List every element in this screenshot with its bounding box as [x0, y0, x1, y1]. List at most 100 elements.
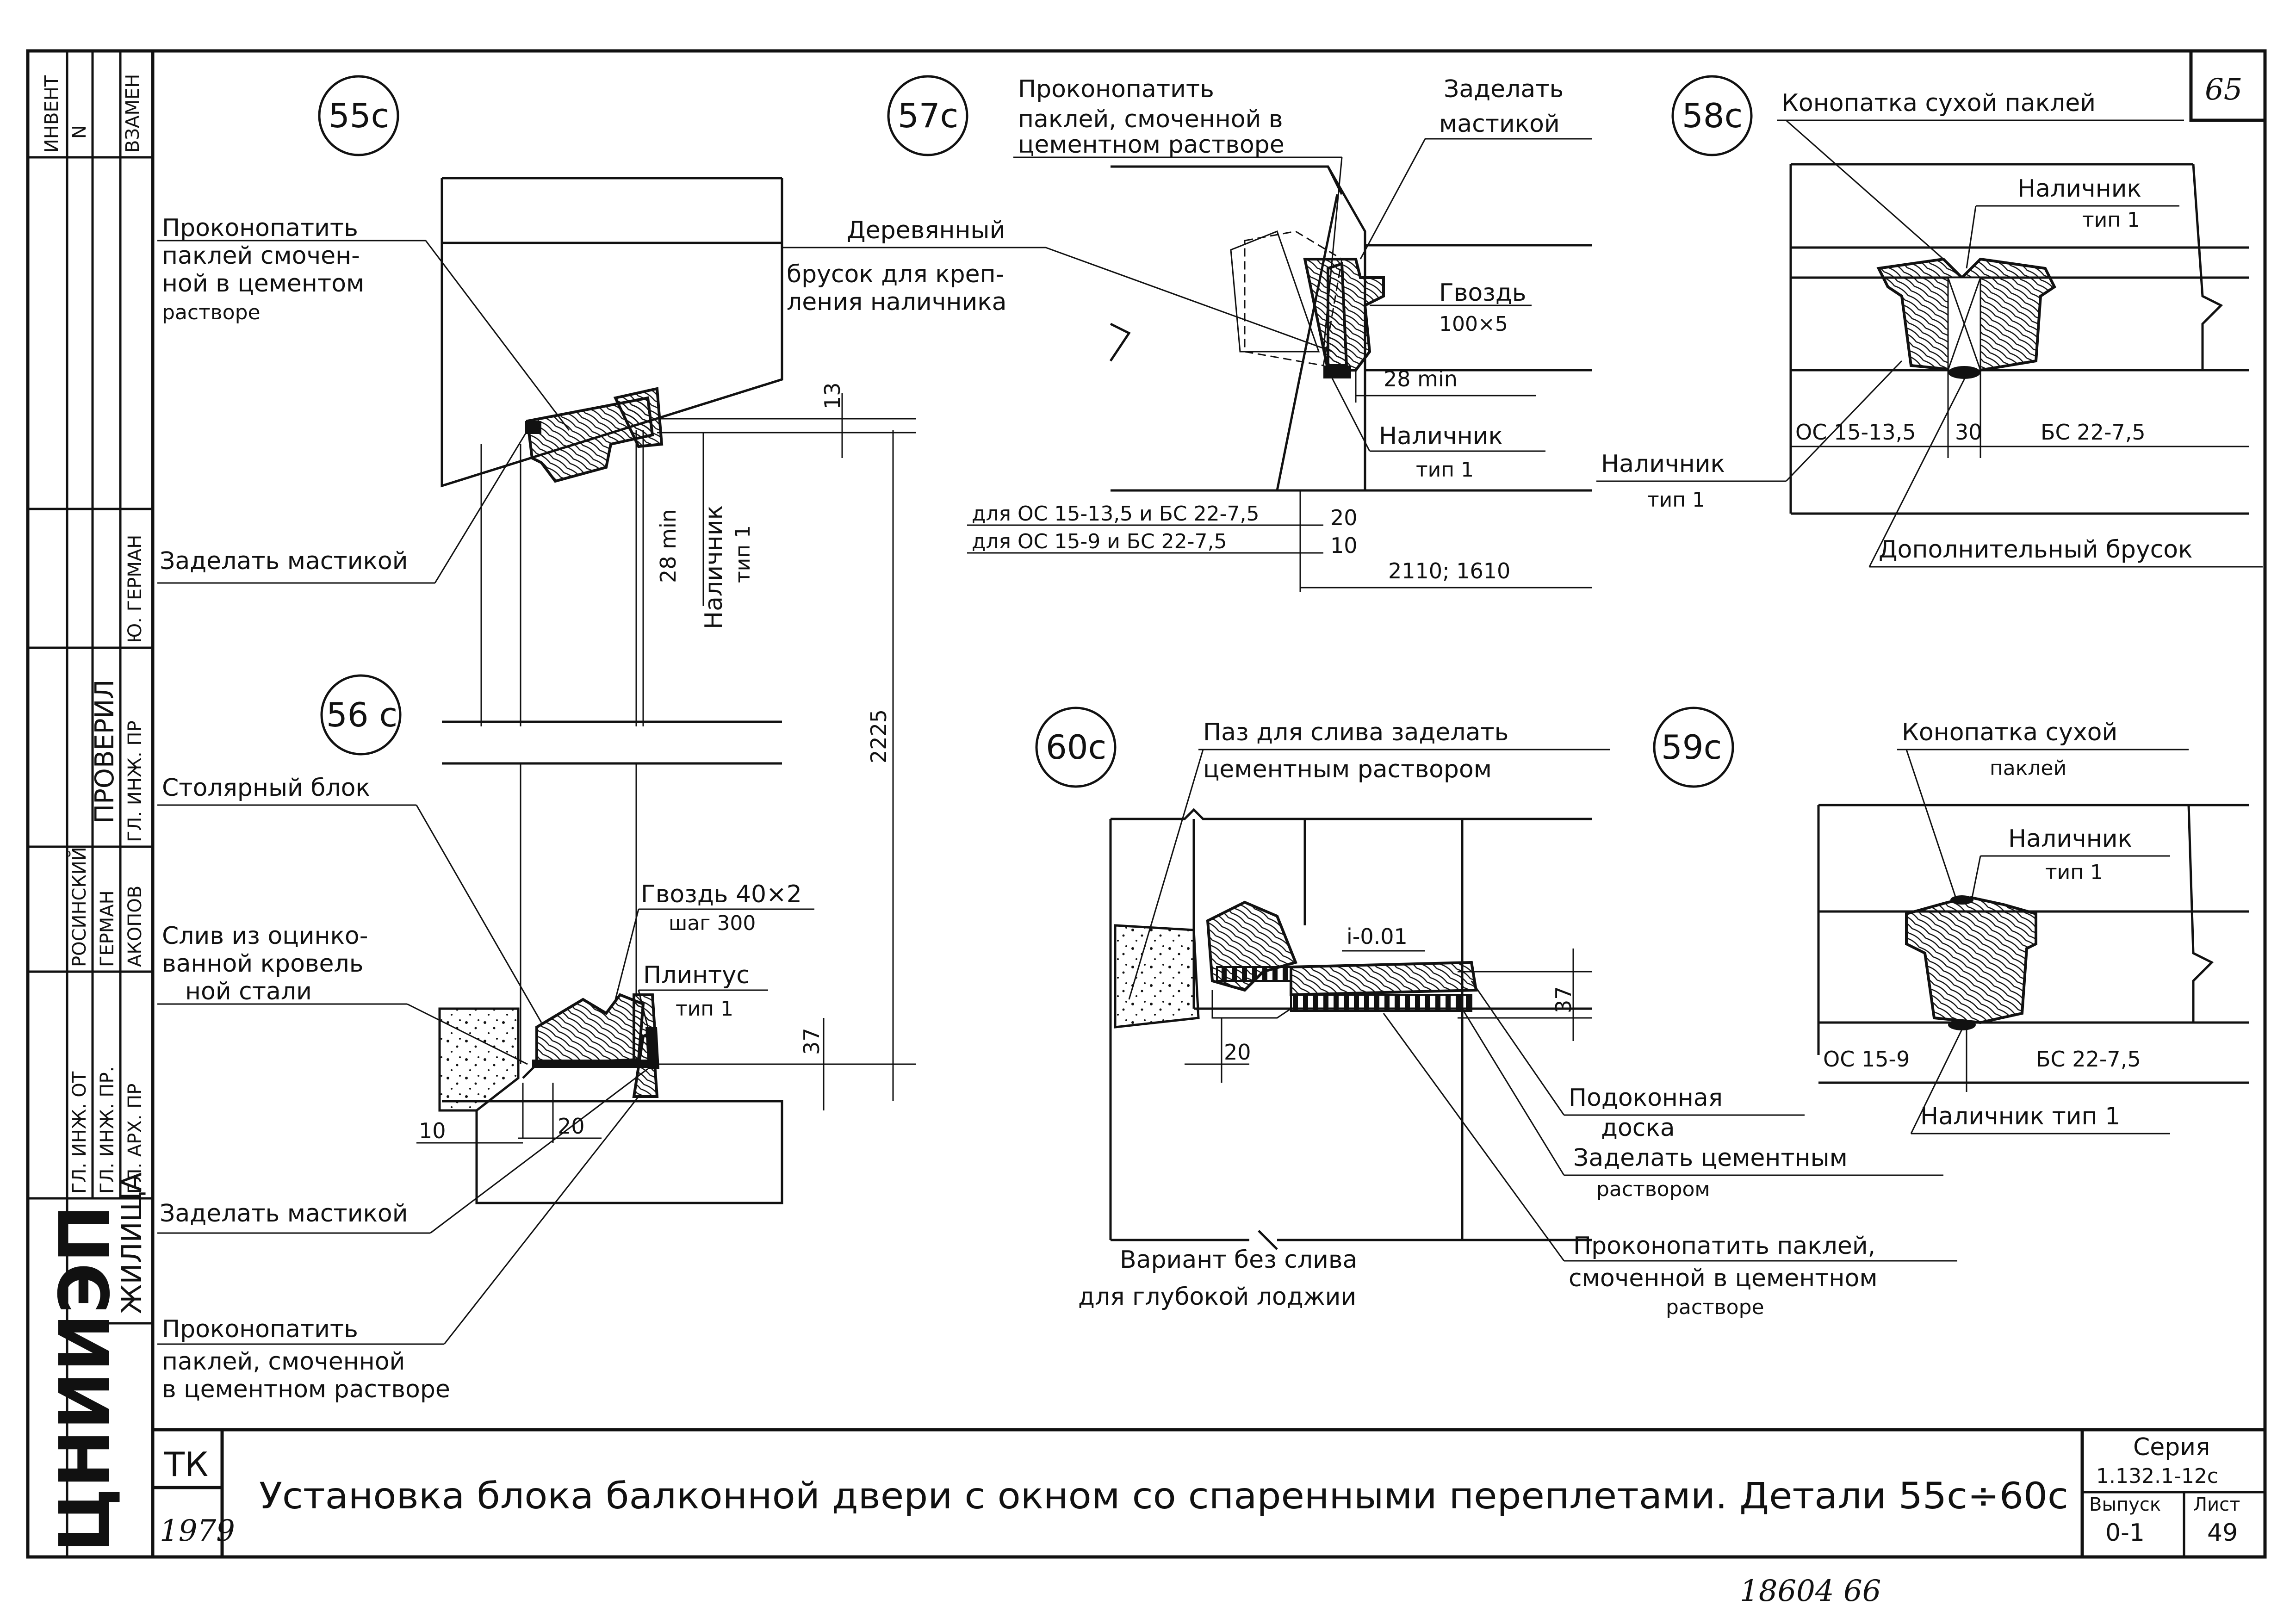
- d59-casing-type: тип 1: [2045, 861, 2103, 884]
- detail-tag-60c: 60с: [1046, 728, 1106, 767]
- d55-casing: Наличник: [700, 505, 728, 629]
- d57-nail-2: 100×5: [1439, 312, 1508, 336]
- d59-left-unit: ОС 15-9: [1823, 1047, 1910, 1072]
- d56-dim-37: 37: [799, 1028, 824, 1055]
- detail-tag-57c-circle: [887, 75, 968, 156]
- d59-casing-bottom: Наличник тип 1: [1920, 1103, 2120, 1130]
- d55-seal-note: Заделать мастикой: [160, 547, 408, 575]
- detail-60c: 60с Паз для слива заделать цементным рас…: [1035, 707, 1957, 1319]
- d60-groove-2: цементным раствором: [1203, 756, 1492, 783]
- d57-variant-1: для ОС 15-13,5 и БС 22-7,5: [972, 502, 1259, 526]
- d56-drip-2: ванной кровель: [162, 950, 363, 978]
- d56-plinth-type: тип 1: [676, 997, 733, 1021]
- d58-dim-30: 30: [1955, 420, 1982, 445]
- detail-tag-60c-circle: [1035, 707, 1117, 788]
- d55-note-3: ной в цементом: [162, 270, 364, 298]
- detail-56c: 56 с Столярный блок Слив из оцинко- ванн…: [157, 674, 916, 1403]
- person-2: ГЕРМАН: [97, 890, 118, 967]
- issue-value: 0-1: [2105, 1519, 2145, 1547]
- d56-caulk-2: паклей, смоченной: [162, 1348, 405, 1376]
- d60-caulk-2: смоченной в цементном: [1569, 1265, 1878, 1292]
- detail-58c: 58с Конопатка сухой паклей Наличник тип …: [1596, 75, 2263, 568]
- sheet-label: Лист: [2193, 1494, 2240, 1515]
- d59-caulk-2: паклей: [1990, 756, 2066, 780]
- d55-casing-type: тип 1: [731, 525, 755, 583]
- sill-board-60c: [1290, 961, 1478, 997]
- d59-right-unit: БС 22-7,5: [2036, 1047, 2141, 1072]
- sill-56c: [535, 993, 645, 1066]
- d56-dim-10: 10: [419, 1118, 446, 1143]
- d58-casing-bottom: Наличник: [1601, 450, 1725, 478]
- d56-caulk-3: в цементном растворе: [162, 1376, 450, 1403]
- d60-variant-2: для глубокой лоджии: [1078, 1283, 1356, 1311]
- n-label: N: [69, 125, 90, 139]
- d60-variant-1: Вариант без слива: [1120, 1246, 1357, 1274]
- profile-59c: [1905, 896, 2037, 1024]
- d59-casing: Наличник: [2008, 825, 2132, 853]
- d60-sill-2: доска: [1601, 1114, 1675, 1142]
- d58-caulk: Конопатка сухой паклей: [1781, 89, 2096, 117]
- role-4: ГЛ. АРХ. ПР: [124, 1084, 146, 1194]
- role-1: ГЛ. ИНЖ. ПР: [124, 720, 146, 842]
- d58-right-unit: БС 22-7,5: [2041, 420, 2146, 445]
- d59-caulk-1: Конопатка сухой: [1902, 719, 2117, 746]
- d57-bar-2: брусок для креп-: [787, 260, 1004, 288]
- detail-tag-59c-circle: [1653, 707, 1734, 788]
- d57-dim-20: 20: [1330, 505, 1358, 530]
- slab-60c: [1114, 924, 1200, 1029]
- d57-dim-28: 28 min: [1384, 366, 1458, 391]
- title-block: ТК 1979 Установка блока балконной двери …: [153, 1428, 2265, 1557]
- org-name: ЖИЛИЩА: [116, 1172, 148, 1314]
- d57-seal-1: Заделать: [1444, 75, 1564, 103]
- d57-seal-2: мастикой: [1439, 110, 1560, 138]
- detail-tag-56c: 56 с: [326, 695, 397, 734]
- sheet-number: 65: [2205, 73, 2242, 107]
- d60-caulk-3: растворе: [1666, 1296, 1764, 1319]
- d57-casing-type: тип 1: [1416, 458, 1474, 482]
- person-1: РОСИНСКИЙ: [68, 847, 90, 967]
- author-surname: Ю. ГЕРМАН: [124, 535, 146, 643]
- d56-drip-1: Слив из оцинко-: [162, 922, 368, 950]
- d58-casing-top-type: тип 1: [2082, 208, 2140, 232]
- d55-dim-28: 28 min: [656, 509, 681, 583]
- sheet-value: 49: [2207, 1519, 2238, 1547]
- d60-fill-1: Заделать цементным: [1573, 1144, 1848, 1172]
- d55-note-4: растворе: [162, 301, 261, 324]
- d60-sill-1: Подоконная: [1569, 1084, 1723, 1112]
- d57-nail-1: Гвоздь: [1439, 279, 1526, 307]
- role-2: ГЛ. ИНЖ. ОТ: [69, 1071, 90, 1194]
- d56-nail: Гвоздь 40×2: [641, 880, 802, 908]
- d55-dim-2225: 2225: [866, 709, 891, 763]
- detail-tag-59c: 59с: [1661, 728, 1722, 767]
- slab-56c: [438, 1007, 520, 1112]
- d57-variant-2: для ОС 15-9 и БС 22-7,5: [972, 530, 1227, 553]
- d57-caulk-1: Проконопатить: [1018, 75, 1214, 103]
- detail-tag-57c: 57с: [898, 96, 958, 135]
- d57-caulk-3: цементном растворе: [1018, 131, 1285, 159]
- org-logo: ЦНИИЭП: [45, 1205, 125, 1552]
- d60-dim-20: 20: [1224, 1040, 1251, 1065]
- series-value: 1.132.1-12с: [2096, 1464, 2218, 1488]
- d58-casing-top: Наличник: [2017, 175, 2141, 203]
- d55-note-2: паклей смочен-: [162, 242, 360, 270]
- d57-bar-3: ления наличника: [787, 288, 1007, 316]
- d58-extra-bar: Дополнительный брусок: [1879, 536, 2193, 564]
- d56-seal-note: Заделать мастикой: [160, 1200, 408, 1228]
- d56-plinth: Плинтус: [643, 961, 750, 989]
- d56-drip-3: ной стали: [185, 978, 312, 1005]
- title-year: 1979: [160, 1514, 235, 1548]
- d57-bar-1: Деревянный: [847, 217, 1005, 244]
- footer-note: 18604 66: [1740, 1574, 1881, 1608]
- d57-dim-10: 10: [1330, 533, 1358, 558]
- d60-caulk-1: Проконопатить паклей,: [1573, 1232, 1875, 1260]
- d60-groove-1: Паз для слива заделать: [1203, 719, 1508, 746]
- d60-dim-37: 37: [1551, 986, 1576, 1013]
- d58-left-unit: ОС 15-13,5: [1795, 420, 1916, 445]
- detail-tag-56c-circle: [320, 674, 402, 756]
- person-3: АКОПОВ: [124, 886, 146, 967]
- detail-tag-55c: 55с: [329, 96, 389, 135]
- d55-note-1: Проконопатить: [162, 214, 358, 242]
- inv-label: ИНВЕНТ: [41, 75, 62, 153]
- left-strip-frame: [26, 49, 155, 1559]
